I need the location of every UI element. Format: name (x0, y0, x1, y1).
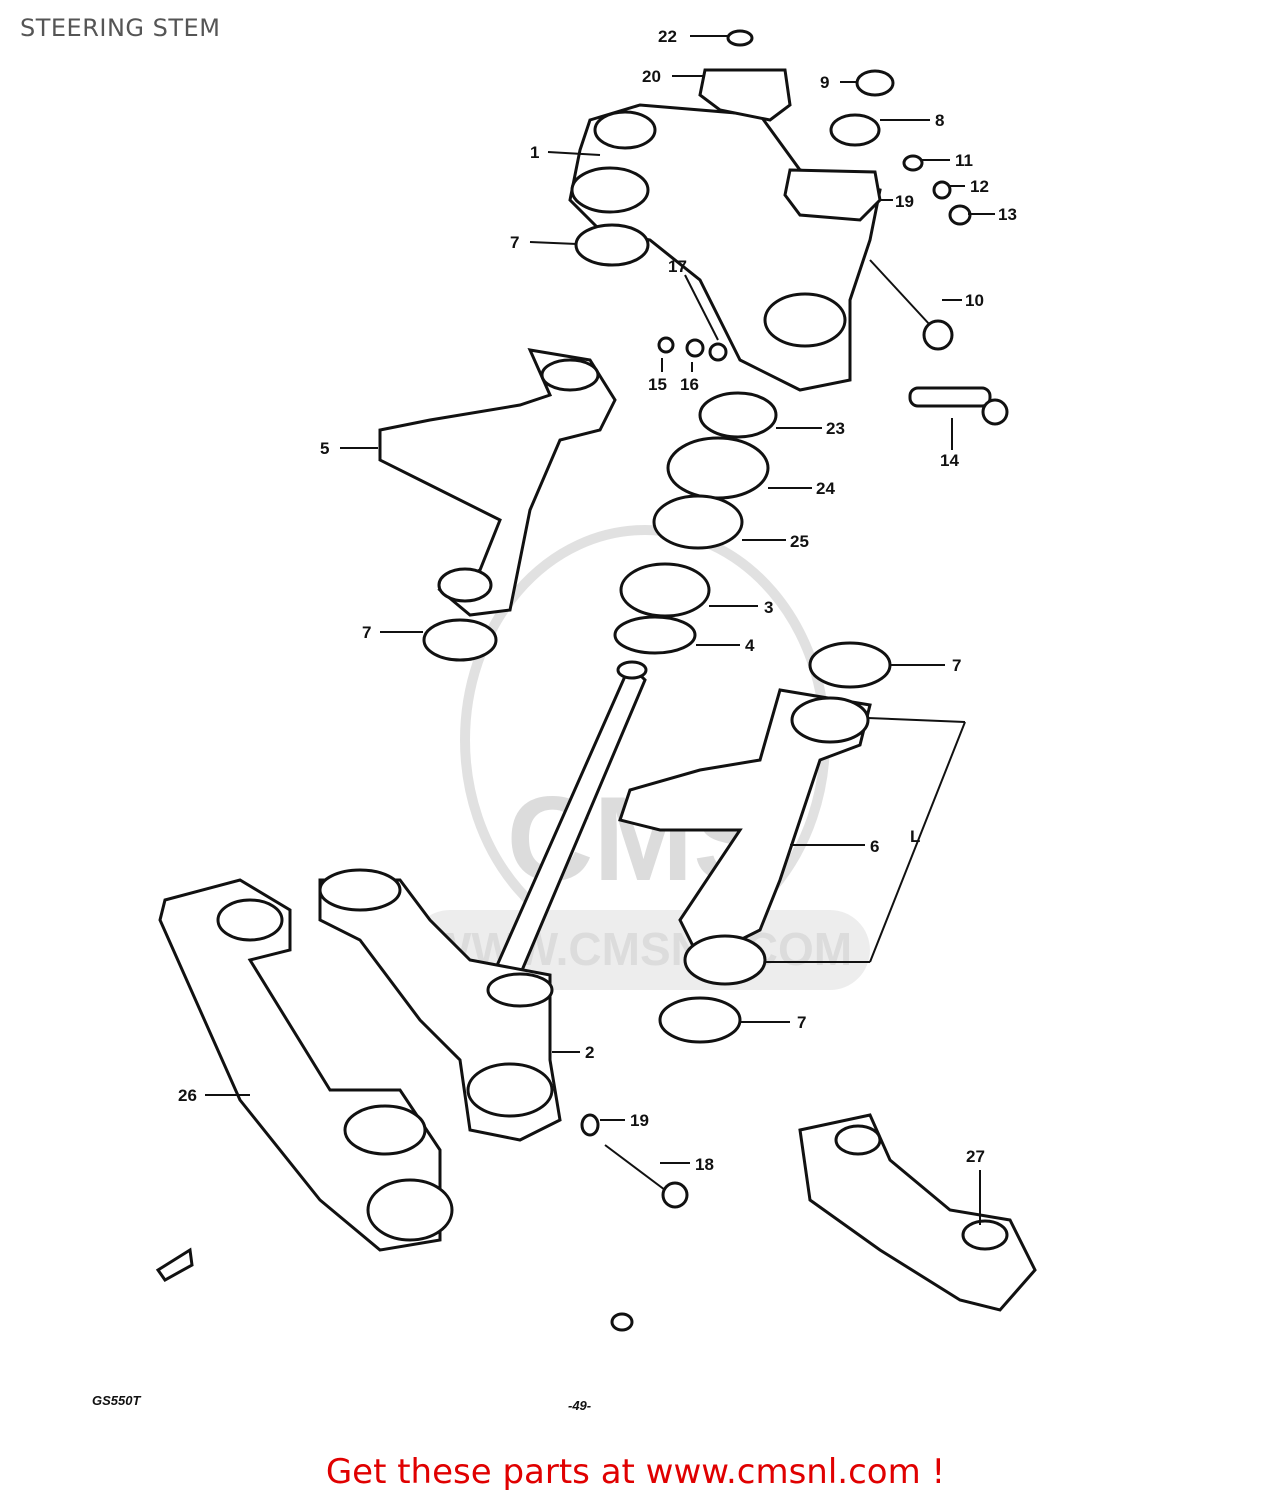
callout-22: 22 (658, 27, 677, 46)
callout-25: 25 (790, 532, 809, 551)
callout-17: 17 (668, 257, 687, 276)
callout-7c: 7 (952, 656, 961, 675)
callout-7b: 7 (362, 623, 371, 642)
part-bearing-3 (619, 562, 711, 618)
callout-2: 2 (585, 1043, 594, 1062)
part-bracket-6 (618, 688, 872, 986)
part-clamp-27 (798, 1113, 1037, 1312)
part-washer-22 (726, 29, 754, 47)
part-bolt-14 (908, 386, 1009, 426)
page-title: STEERING STEM (20, 14, 221, 42)
callout-9: 9 (820, 73, 829, 92)
part-cap-7b (422, 618, 498, 662)
callout-18: 18 (695, 1155, 714, 1174)
callout-4: 4 (745, 636, 755, 655)
callout-24: 24 (816, 479, 835, 498)
part-fork-brace-26 (158, 878, 454, 1252)
callout-15: 15 (648, 375, 667, 394)
part-bolt-10 (869, 259, 954, 351)
part-small-nut (610, 1312, 634, 1332)
part-seal-4 (613, 615, 697, 655)
callout-14: 14 (940, 451, 959, 470)
callout-1: 1 (530, 143, 539, 162)
part-race-25 (652, 494, 744, 550)
part-bracket-5 (378, 348, 617, 617)
part-nut-17 (708, 342, 728, 362)
part-cap-7c (808, 641, 892, 689)
callout-23: 23 (826, 419, 845, 438)
part-washer-13 (948, 204, 972, 226)
callout-26: 26 (178, 1086, 197, 1105)
part-race-24 (666, 436, 770, 500)
part-bearing-23 (698, 391, 778, 439)
part-cap-7a (574, 223, 650, 267)
callout-12: 12 (970, 177, 989, 196)
part-cap-20 (698, 68, 792, 122)
footer-model: GS550T (92, 1393, 141, 1408)
promo-link[interactable]: Get these parts at www.cmsnl.com ! (325, 1452, 946, 1492)
part-nut-11 (902, 154, 924, 172)
callout-L: L (910, 827, 920, 846)
callout-7a: 7 (510, 233, 519, 252)
part-washer-16 (685, 338, 705, 358)
part-washer-15 (657, 336, 675, 354)
part-washer-19b (580, 1113, 600, 1137)
callout-labels: 22 20 9 8 1 11 12 19 13 7 17 10 15 16 5 … (178, 27, 1017, 1174)
callout-8: 8 (935, 111, 944, 130)
part-bolt-18 (604, 1144, 689, 1209)
part-lower-bracket-2 (318, 868, 562, 1142)
callout-10: 10 (965, 291, 984, 310)
footer-page-number: -49- (568, 1398, 591, 1413)
part-small-bracket (155, 1247, 194, 1282)
part-cap-7d (658, 996, 742, 1044)
callout-19a: 19 (895, 192, 914, 211)
callout-19b: 19 (630, 1111, 649, 1130)
callout-7d: 7 (797, 1013, 806, 1032)
part-cap-19 (783, 168, 882, 222)
callout-27: 27 (966, 1147, 985, 1166)
callout-20: 20 (642, 67, 661, 86)
callout-6: 6 (870, 837, 879, 856)
callout-16: 16 (680, 375, 699, 394)
leader-lines (205, 35, 995, 1225)
part-washer-12 (932, 180, 952, 200)
callout-3: 3 (764, 598, 773, 617)
part-nut-9 (855, 69, 895, 97)
callout-5: 5 (320, 439, 329, 458)
callout-13: 13 (998, 205, 1017, 224)
callout-11: 11 (955, 151, 973, 170)
part-washer-8 (829, 113, 881, 147)
